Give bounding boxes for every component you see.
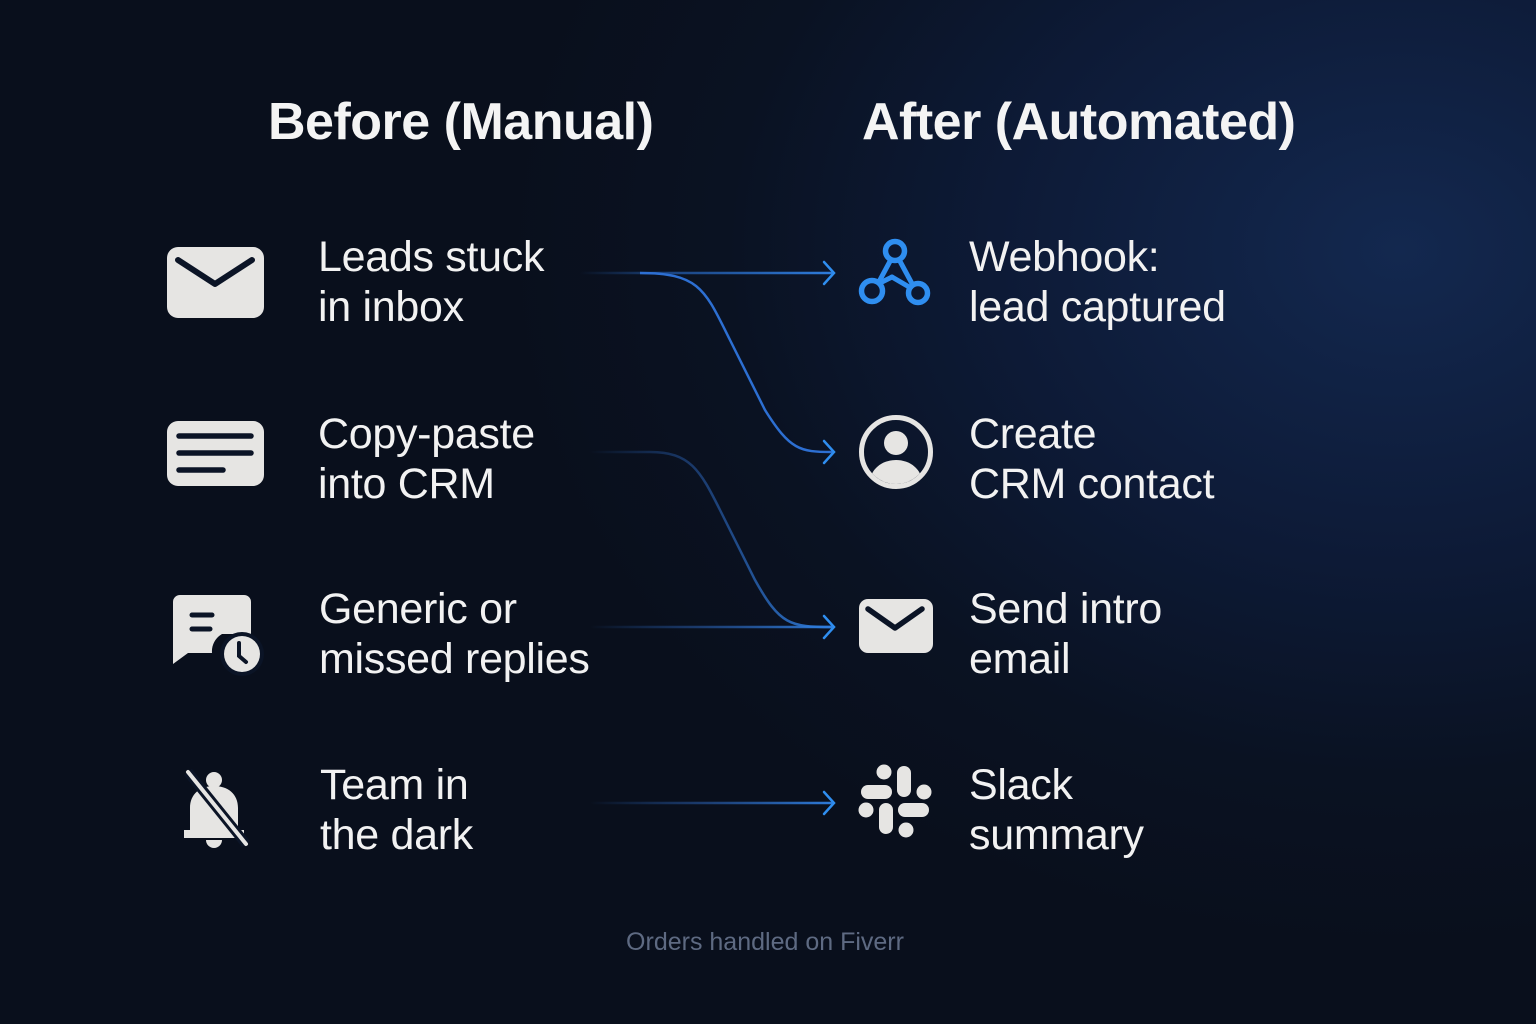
after-item-line: Slack — [969, 761, 1073, 809]
after-item-line: email — [969, 635, 1071, 683]
before-item-line: the dark — [320, 811, 473, 859]
after-column-title: After (Automated) — [862, 93, 1296, 151]
arrowhead-slack — [822, 790, 836, 816]
arrowhead-crm-contact — [822, 439, 836, 465]
before-column-title: Before (Manual) — [268, 93, 654, 151]
webhook-icon — [858, 238, 931, 306]
connector-copy-paste-to-email — [590, 450, 833, 629]
before-item-line: Leads stuck — [318, 233, 545, 281]
before-item-team-dark: Team in the dark — [320, 760, 473, 860]
before-item-generic-replies: Generic or missed replies — [319, 584, 590, 684]
arrowhead-webhook — [822, 260, 836, 286]
bell-off-icon — [184, 768, 250, 848]
arrowhead-email — [822, 614, 836, 640]
after-item-line: Send intro — [969, 585, 1163, 633]
before-item-leads-stuck: Leads stuck in inbox — [318, 232, 544, 332]
after-item-line: lead captured — [969, 283, 1226, 331]
before-item-line: into CRM — [318, 460, 495, 508]
after-item-line: summary — [969, 811, 1144, 859]
connector-leads-to-crm-contact — [639, 271, 833, 454]
envelope-icon — [167, 247, 264, 318]
after-item-webhook: Webhook: lead captured — [969, 232, 1226, 332]
before-item-line: Generic or — [319, 585, 517, 633]
footer-caption: Orders handled on Fiverr — [626, 928, 904, 956]
before-item-copy-paste: Copy-paste into CRM — [318, 409, 535, 509]
document-lines-icon — [167, 421, 264, 486]
chat-clock-icon — [173, 595, 264, 676]
before-item-line: Copy-paste — [318, 410, 535, 458]
after-item-intro-email: Send intro email — [969, 584, 1162, 684]
envelope-icon — [859, 599, 933, 653]
slack-icon — [858, 764, 932, 838]
after-item-line: CRM contact — [969, 460, 1215, 508]
user-circle-icon — [859, 415, 933, 489]
after-item-line: Create — [969, 410, 1097, 458]
after-item-crm-contact: Create CRM contact — [969, 409, 1215, 509]
before-item-line: missed replies — [319, 635, 590, 683]
before-item-line: Team in — [320, 761, 469, 809]
before-item-line: in inbox — [318, 283, 464, 331]
after-item-line: Webhook: — [969, 233, 1160, 281]
after-item-slack-summary: Slack summary — [969, 760, 1144, 860]
